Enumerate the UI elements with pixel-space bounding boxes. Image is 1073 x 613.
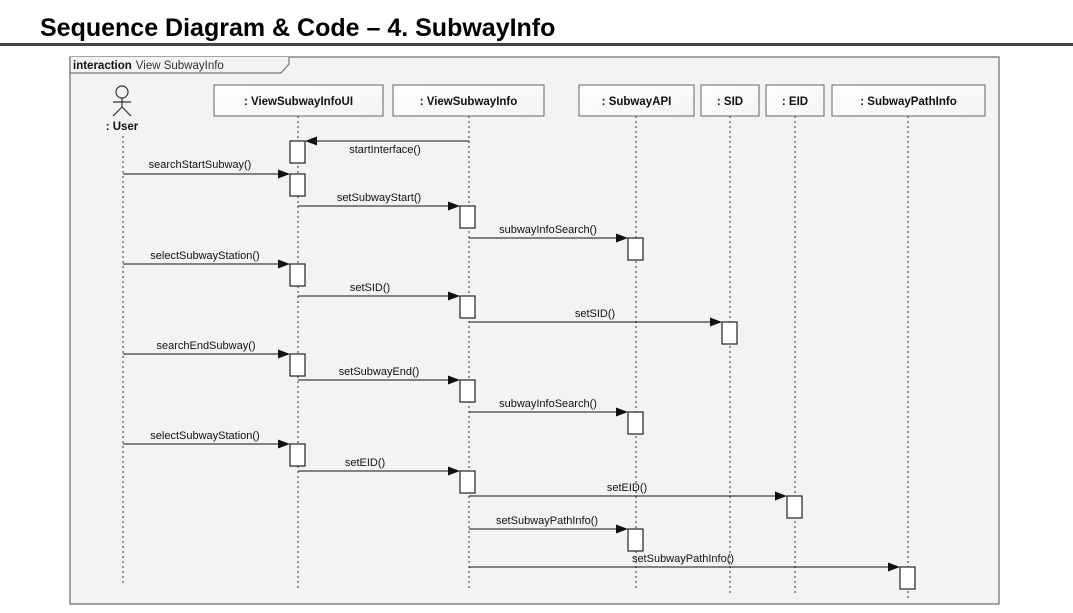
activation-bar <box>289 353 306 377</box>
message: setSubwayPathInfo() <box>469 553 900 572</box>
message-label: setSID() <box>575 308 615 320</box>
activation-bar <box>459 205 476 229</box>
activation-bar <box>459 379 476 403</box>
message: setSubwayEnd() <box>298 366 460 385</box>
lifeline-viewsubwayinfo: : ViewSubwayInfo <box>392 84 545 588</box>
message: startInterface() <box>305 136 469 156</box>
message-label: setEID() <box>607 482 647 494</box>
activation-bar <box>721 321 738 345</box>
actor-stick-figure-icon <box>112 85 132 117</box>
title-divider <box>0 43 1073 46</box>
message-label: setSID() <box>350 282 390 294</box>
message-label: subwayInfoSearch() <box>499 224 597 236</box>
message-label: setSubwayPathInfo() <box>632 553 734 565</box>
message-label: setSubwayStart() <box>337 192 421 204</box>
lifeline-label: : SubwayPathInfo <box>860 96 956 108</box>
activation-bar <box>899 566 916 590</box>
activation-bar <box>459 295 476 319</box>
message-label: selectSubwayStation() <box>150 250 259 262</box>
activation-bar <box>289 263 306 287</box>
activation-bar <box>627 237 644 261</box>
actor-user-label: : User <box>106 121 139 133</box>
message: searchStartSubway() <box>123 159 290 179</box>
message: setSID() <box>469 308 722 327</box>
message-label: setSubwayEnd() <box>339 366 420 378</box>
lifeline-label: : ViewSubwayInfoUI <box>244 96 353 108</box>
message: selectSubwayStation() <box>123 250 290 269</box>
activation-bar <box>289 173 306 197</box>
message-label: selectSubwayStation() <box>150 430 259 442</box>
interaction-frame <box>69 56 1000 605</box>
message-label: searchEndSubway() <box>156 340 255 352</box>
message: setEID() <box>469 482 787 501</box>
lifeline-eid: : EID <box>765 84 825 596</box>
actor-user: : User <box>106 85 139 133</box>
frame-label-tab <box>69 57 290 74</box>
message: setSubwayPathInfo() <box>469 515 628 534</box>
activation-bar <box>627 528 644 552</box>
message-label: setSubwayPathInfo() <box>496 515 598 527</box>
activation-bar <box>627 411 644 435</box>
message: setSubwayStart() <box>298 192 460 211</box>
frame-keyword: interaction <box>73 60 132 72</box>
message-label: searchStartSubway() <box>149 159 252 171</box>
lifeline-viewsubwayinfoui: : ViewSubwayInfoUI <box>213 84 384 588</box>
activation-bar <box>289 443 306 467</box>
lifeline-subwayapi: : SubwayAPI <box>578 84 695 590</box>
slide-title: Sequence Diagram & Code – 4. SubwayInfo <box>40 14 556 42</box>
message: selectSubwayStation() <box>123 430 290 449</box>
message: setEID() <box>298 457 460 476</box>
message-label: setEID() <box>345 457 385 469</box>
activation-bars <box>289 140 916 590</box>
lifeline-label: : SubwayAPI <box>602 96 672 108</box>
message-label: startInterface() <box>349 144 421 156</box>
activation-bar <box>289 140 306 164</box>
activation-bar <box>459 470 476 494</box>
message-label: subwayInfoSearch() <box>499 398 597 410</box>
lifeline-subwaypathinfo: : SubwayPathInfo <box>831 84 986 600</box>
activation-bar <box>786 495 803 519</box>
message: subwayInfoSearch() <box>469 224 628 243</box>
frame-name: View SubwayInfo <box>136 60 224 72</box>
message: setSID() <box>298 282 460 301</box>
frame-label: interaction View SubwayInfo <box>73 60 224 72</box>
lifeline-label: : ViewSubwayInfo <box>420 96 518 108</box>
message: searchEndSubway() <box>123 340 290 359</box>
lifeline-sid: : SID <box>700 84 760 596</box>
lifeline-label: : EID <box>782 96 808 108</box>
message: subwayInfoSearch() <box>469 398 628 417</box>
lifeline-label: : SID <box>717 96 743 108</box>
